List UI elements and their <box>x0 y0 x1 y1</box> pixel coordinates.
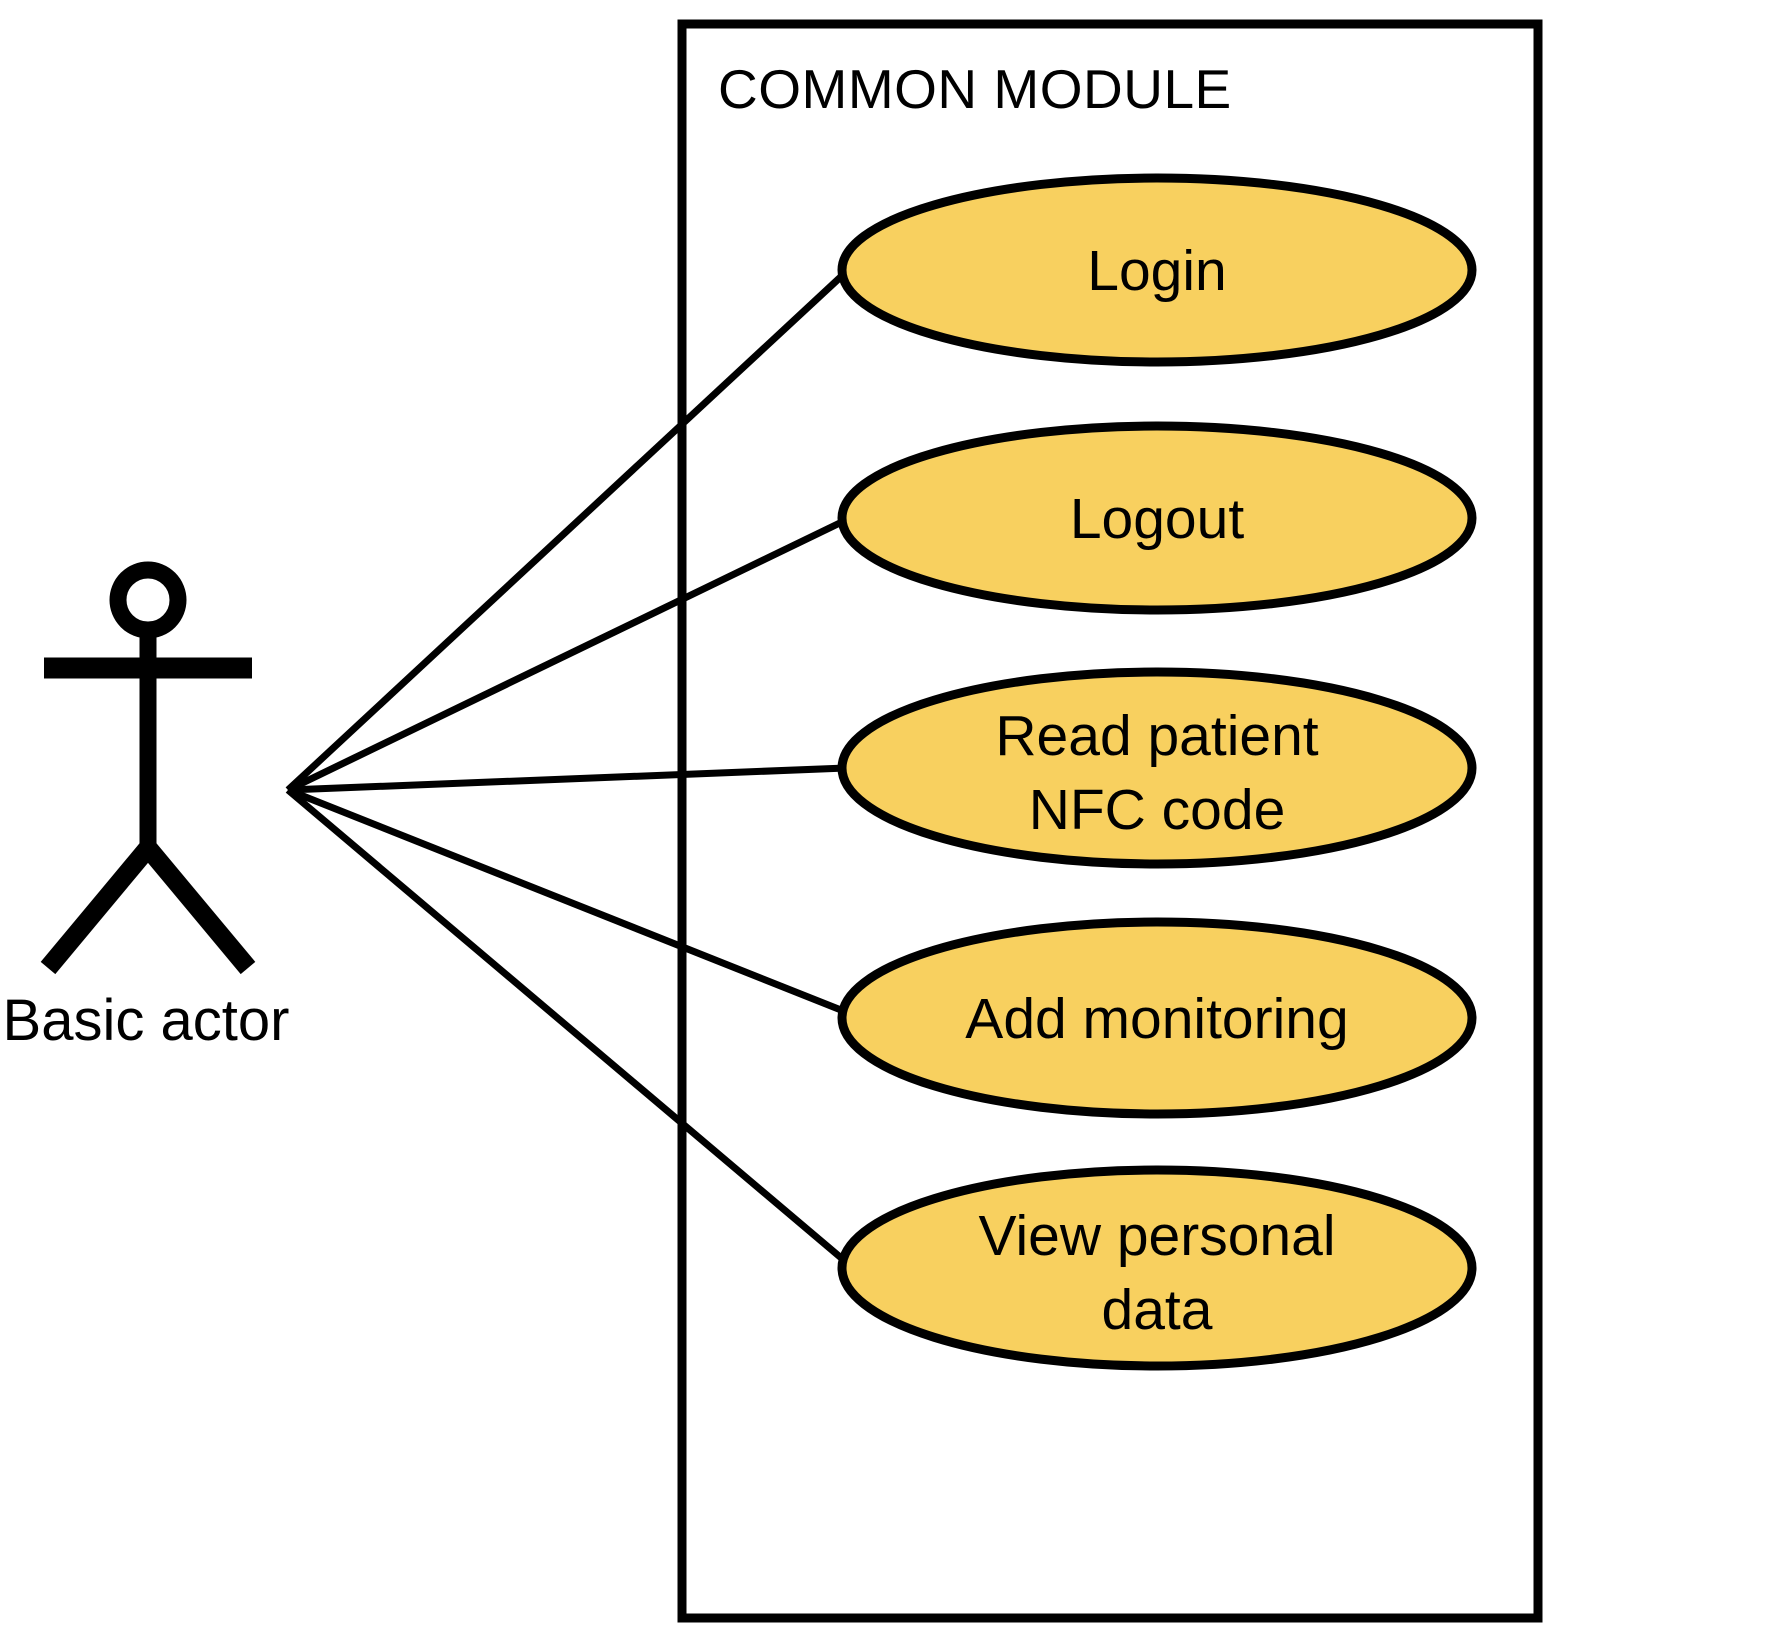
use-case-ellipse-login[interactable] <box>837 173 1477 367</box>
use-case-logout[interactable]: Logout <box>837 421 1477 615</box>
use-case-label-view-personal-line2: data <box>1102 1278 1213 1342</box>
stick-figure-actor-icon[interactable] <box>40 561 256 975</box>
use-case-label-read-patient-line1: Read patient <box>995 704 1318 768</box>
system-boundary-title: COMMON MODULE <box>718 58 1232 120</box>
actor-left-leg-icon <box>40 841 156 975</box>
system-boundary-box <box>677 19 1543 1623</box>
use-case-label-add-monitoring: Add monitoring <box>965 987 1348 1051</box>
use-case-login[interactable]: Login <box>837 173 1477 367</box>
association-actor-to-view-personal-data <box>285 787 849 1265</box>
association-actor-to-read-nfc <box>287 764 847 794</box>
use-case-label-logout: Logout <box>1070 487 1245 551</box>
use-case-read-patient-nfc-code[interactable]: Read patient NFC code <box>837 667 1477 869</box>
use-case-ellipse-view-personal-data[interactable] <box>837 1165 1477 1371</box>
association-actor-to-logout <box>286 516 848 794</box>
use-case-label-login: Login <box>1087 239 1226 303</box>
actor-label: Basic actor <box>3 988 290 1053</box>
use-case-label-read-patient-line2: NFC code <box>1029 778 1286 842</box>
use-case-view-personal-data[interactable]: View personal data <box>837 1165 1477 1371</box>
actor-right-leg-icon <box>140 841 256 975</box>
actor-head-icon <box>109 561 187 639</box>
association-lines <box>285 269 849 1265</box>
use-case-label-view-personal-line1: View personal <box>978 1204 1335 1268</box>
use-case-ellipse-add-monitoring[interactable] <box>837 917 1477 1119</box>
association-actor-to-add-monitoring <box>286 786 848 1016</box>
use-case-add-monitoring[interactable]: Add monitoring <box>837 917 1477 1119</box>
use-case-ellipse-logout[interactable] <box>837 421 1477 615</box>
use-case-ellipse-read-patient-nfc-code[interactable] <box>837 667 1477 869</box>
association-actor-to-login <box>285 269 849 793</box>
